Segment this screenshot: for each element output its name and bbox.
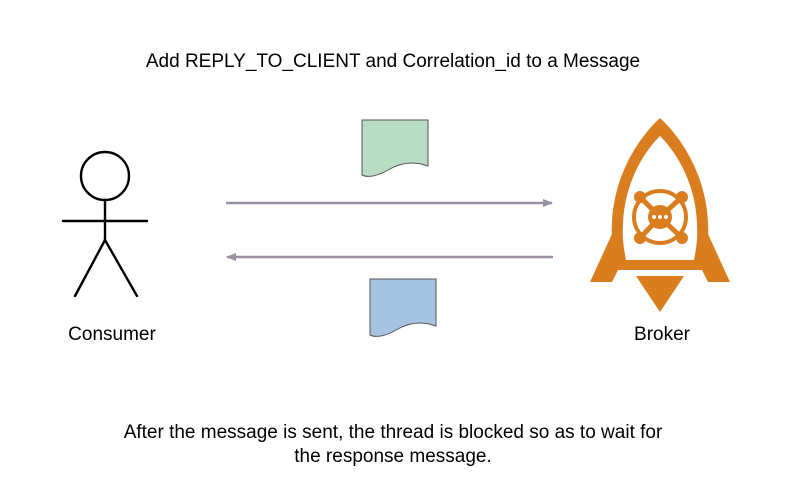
consumer-label: Consumer: [68, 324, 156, 345]
caption-line-1: After the message is sent, the thread is…: [123, 422, 663, 443]
response-document-icon: [369, 278, 437, 337]
rocket-broker-icon: [590, 118, 730, 312]
diagram-caption: After the message is sent, the thread is…: [0, 421, 786, 469]
broker-label: Broker: [634, 324, 690, 345]
caption-line-2: the response message.: [294, 446, 492, 467]
diagram-title: Add REPLY_TO_CLIENT and Correlation_id t…: [145, 51, 641, 72]
stick-figure-icon: [61, 150, 149, 298]
request-document-icon: [361, 119, 429, 177]
